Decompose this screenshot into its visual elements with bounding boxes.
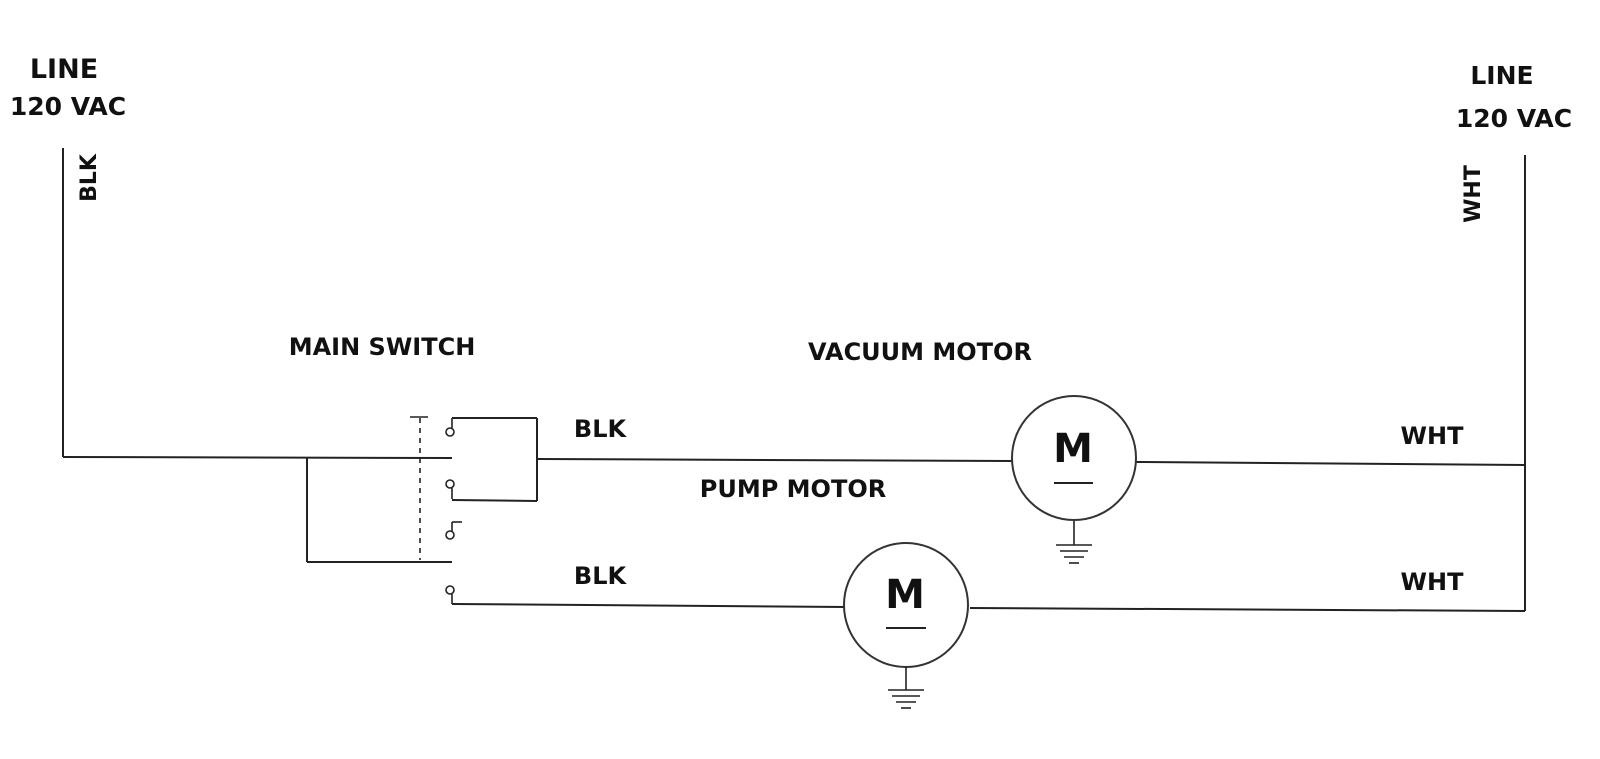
left-supply-voltage: 120 VAC xyxy=(10,92,126,121)
vacuum-motor-symbol: M xyxy=(1053,426,1093,472)
vacuum-motor-label: VACUUM MOTOR xyxy=(808,338,1032,366)
vacuum-motor-branch-wire xyxy=(536,458,1526,466)
main-switch-label: MAIN SWITCH xyxy=(289,333,476,361)
pump-motor: M xyxy=(843,542,969,668)
left-supply-title: LINE xyxy=(30,54,98,85)
right-supply-title: LINE xyxy=(1470,61,1533,90)
vacuum-motor: M xyxy=(1011,395,1137,521)
pump-motor-branch-wire xyxy=(451,603,1526,612)
right-supply-voltage: 120 VAC xyxy=(1456,104,1572,133)
pump-motor-ground-icon xyxy=(888,667,924,709)
vacuum-motor-circle xyxy=(1011,395,1137,521)
vacuum-motor-ground-icon xyxy=(1056,521,1092,564)
pump-motor-symbol: M xyxy=(885,572,925,618)
right-supply-wire-label: WHT xyxy=(1461,165,1486,223)
main-switch xyxy=(410,416,538,604)
vacuum-neutral-wire-label: WHT xyxy=(1401,422,1465,450)
vacuum-hot-wire-label: BLK xyxy=(574,415,628,443)
left-supply-wire-label: BLK xyxy=(77,153,102,202)
pump-motor-label: PUMP MOTOR xyxy=(700,475,886,503)
left-supply-wire xyxy=(62,148,453,563)
pump-hot-wire-label: BLK xyxy=(574,562,628,590)
pump-neutral-wire-label: WHT xyxy=(1401,568,1465,596)
